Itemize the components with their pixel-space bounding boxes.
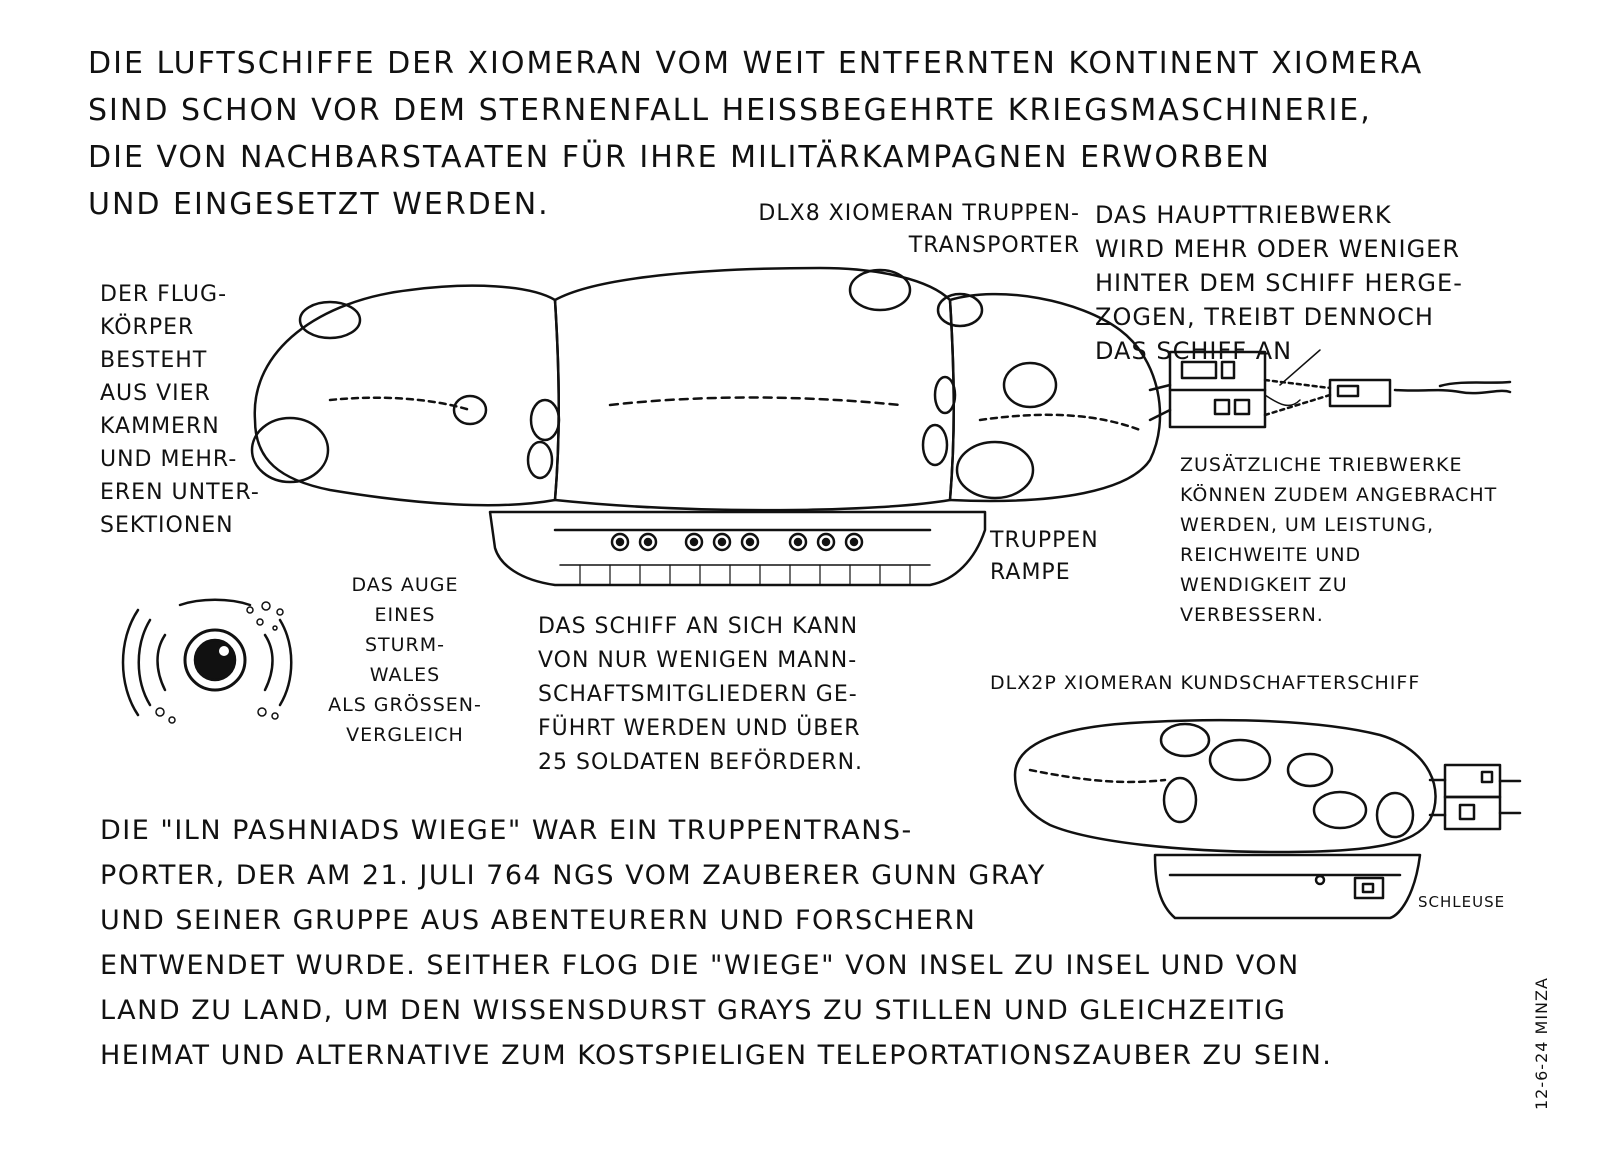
storm-whale-eye-drawing bbox=[121, 598, 293, 724]
hull-label: DER FLUG- KÖRPER BESTEHT AUS VIER KAMMER… bbox=[100, 282, 260, 538]
chamber-2 bbox=[553, 266, 955, 512]
intro-text: DIE LUFTSCHIFFE DER XIOMERAN VOM WEIT EN… bbox=[88, 46, 1424, 222]
extra-engines-label: ZUSÄTZLICHE TRIEBWERKE KÖNNEN ZUDEM ANGE… bbox=[1180, 454, 1498, 626]
scout-ship-drawing bbox=[1013, 718, 1522, 920]
eye-label: DAS AUGE EINES STURM- WALES ALS GRÖSSEN-… bbox=[328, 574, 482, 746]
portholes bbox=[610, 532, 864, 552]
ship2-name-label: DLX2P XIOMERAN KUNDSCHAFTERSCHIFF bbox=[990, 672, 1421, 694]
story-text: DIE "ILN PASHNIADS WIEGE" WAR EIN TRUPPE… bbox=[100, 815, 1333, 1071]
crew-label: DAS SCHIFF AN SICH KANN VON NUR WENIGEN … bbox=[538, 614, 864, 775]
gondola bbox=[488, 510, 987, 587]
ramp-label: TRUPPEN RAMPE bbox=[990, 528, 1099, 585]
troop-transporter-drawing bbox=[250, 266, 1512, 587]
scout-envelope bbox=[1013, 718, 1437, 854]
main-engine-label: DAS HAUPTTRIEBWERK WIRD MEHR ODER WENIGE… bbox=[1095, 201, 1463, 365]
ship1-name-label: DLX8 XIOMERAN TRUPPEN- TRANSPORTER bbox=[758, 201, 1080, 258]
signature: 12-6-24 MINZA bbox=[1532, 977, 1551, 1110]
chamber-3 bbox=[948, 292, 1162, 503]
towed-engine bbox=[1328, 378, 1392, 408]
airlock-label: SCHLEUSE bbox=[1418, 893, 1506, 911]
